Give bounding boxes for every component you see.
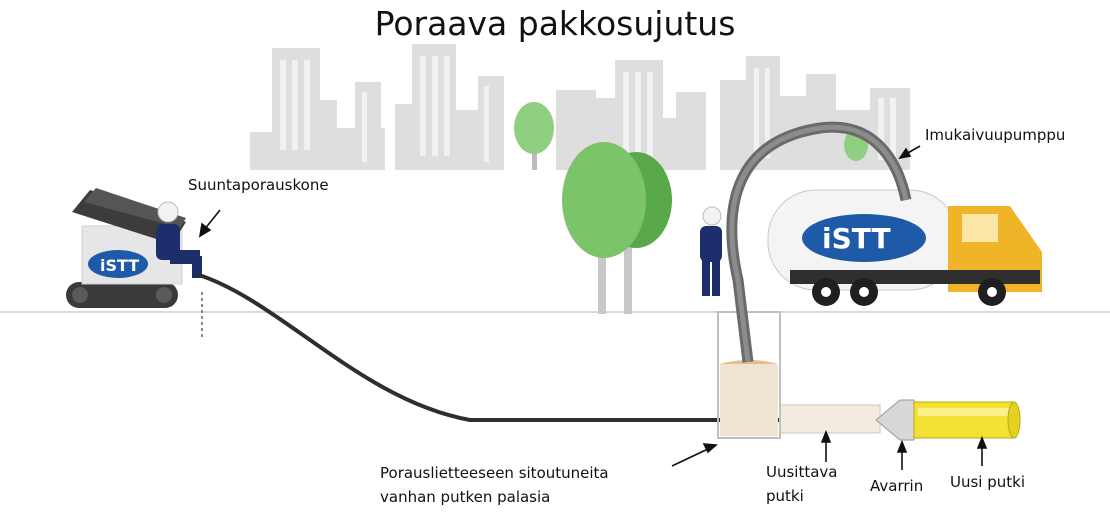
label-suction-pump: Imukaivuupumppu xyxy=(925,126,1066,144)
suction-truck: iSTT xyxy=(767,189,1042,306)
diagram-title: Poraava pakkosujutus xyxy=(374,4,736,43)
label-old-pipe: Uusittava putki xyxy=(766,460,838,508)
new-pipe xyxy=(913,401,1021,439)
tree-large xyxy=(562,142,672,314)
label-old-pipe-line2: putki xyxy=(766,487,804,505)
leader-arrows xyxy=(198,145,988,470)
city-skyline xyxy=(250,44,910,170)
svg-text:iSTT: iSTT xyxy=(822,222,891,255)
label-slurry: Porauslietteeseen sitoutuneita vanhan pu… xyxy=(380,461,609,509)
label-old-pipe-line1: Uusittava xyxy=(766,463,838,481)
excavation-pit xyxy=(717,311,781,439)
label-slurry-line2: vanhan putken palasia xyxy=(380,488,551,506)
worker xyxy=(700,206,722,296)
label-new-pipe: Uusi putki xyxy=(950,473,1025,491)
label-slurry-line1: Porauslietteeseen sitoutuneita xyxy=(380,464,609,482)
label-reamer: Avarrin xyxy=(870,477,924,495)
reamer xyxy=(875,399,915,441)
drill-rod xyxy=(195,272,880,422)
operator-worker xyxy=(156,201,202,278)
label-drilling-machine: Suuntaporauskone xyxy=(188,176,329,194)
building-windows xyxy=(280,56,896,162)
svg-text:iSTT: iSTT xyxy=(100,256,139,275)
old-pipe xyxy=(779,404,881,434)
